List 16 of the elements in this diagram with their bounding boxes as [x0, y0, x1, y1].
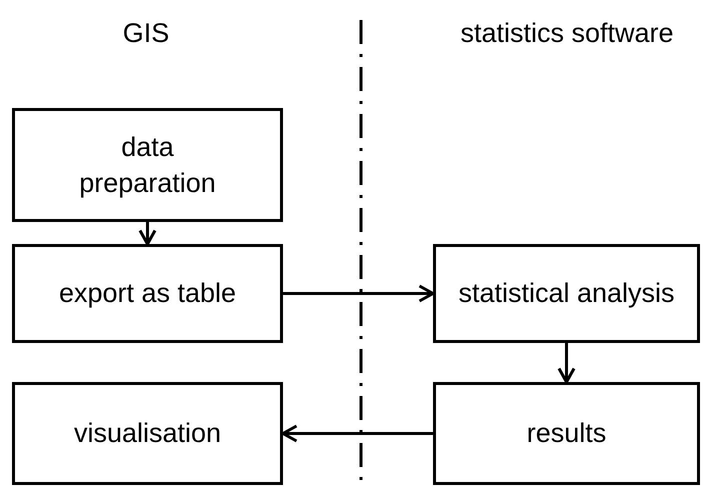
process-box: [433, 382, 700, 485]
arrow: [282, 424, 433, 442]
arrow: [283, 284, 434, 302]
box-label: visualisation: [74, 417, 222, 450]
box-label: data preparation: [78, 130, 217, 200]
process-box: [12, 108, 283, 222]
box-label: export as table: [58, 277, 236, 310]
box-label: statistical analysis: [458, 277, 675, 310]
arrow: [138, 222, 156, 246]
process-box: [12, 244, 283, 343]
arrow: [558, 343, 576, 384]
process-box: [12, 382, 283, 485]
process-box: [433, 244, 700, 343]
column-heading: statistics software: [460, 18, 674, 49]
column-heading: GIS: [122, 18, 170, 49]
box-label: results: [526, 417, 606, 450]
